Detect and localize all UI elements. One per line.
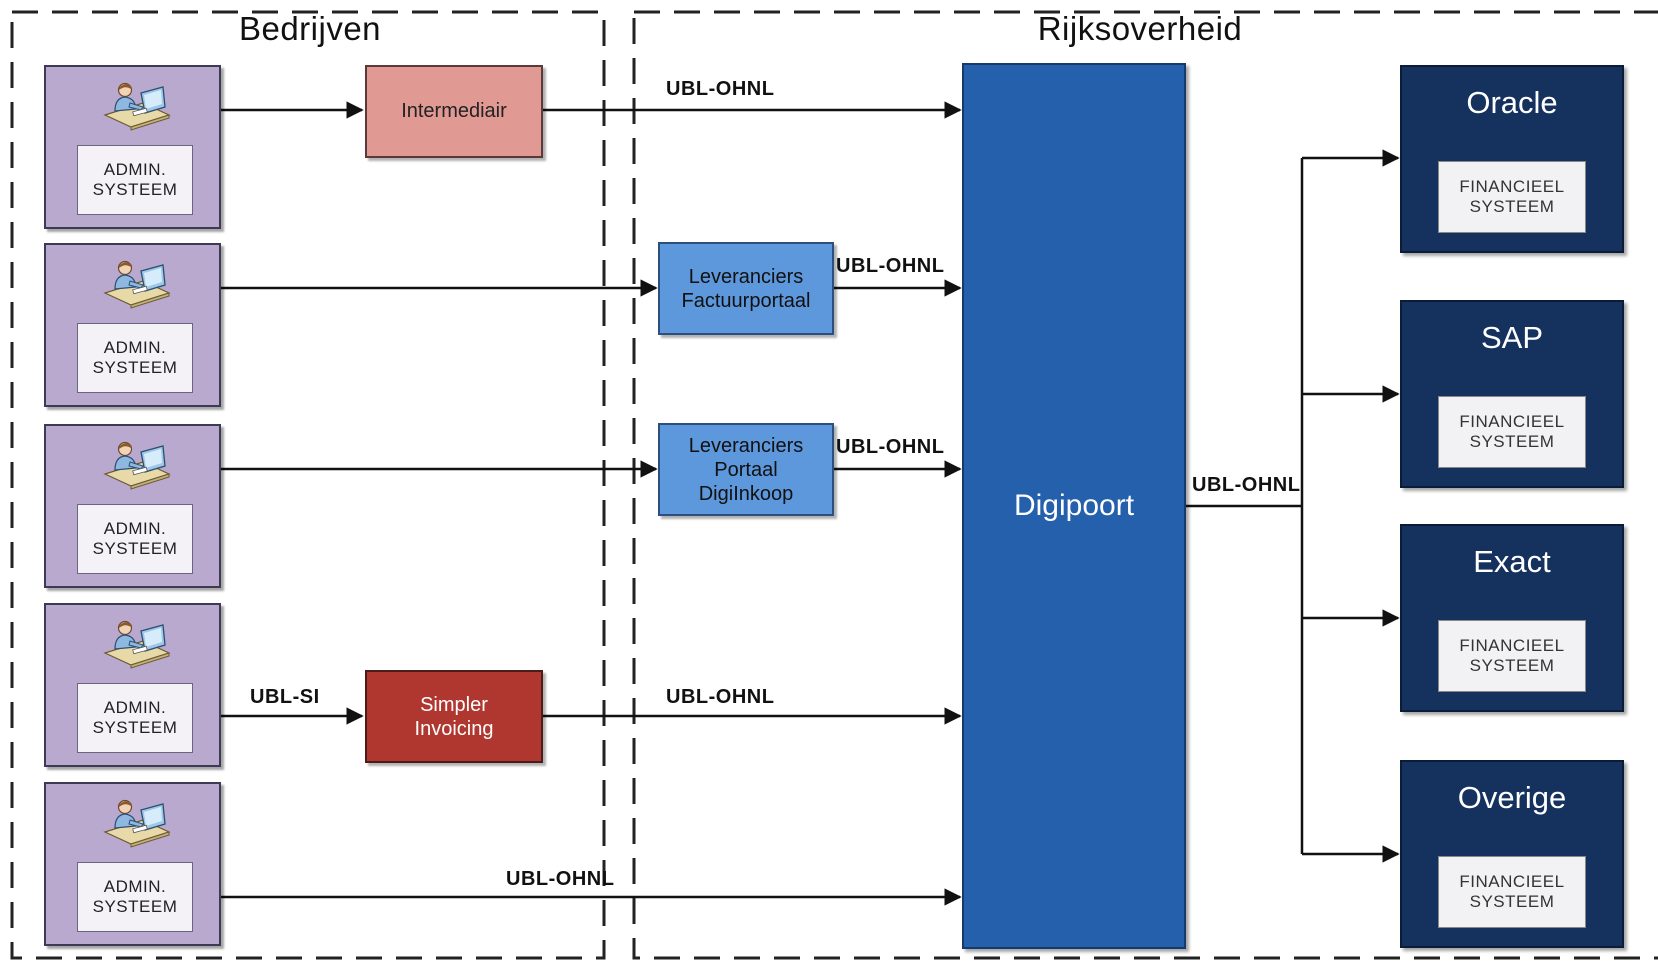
zone-border-rijksoverheid (632, 10, 1658, 960)
company-block: ADMIN. SYSTEEM (44, 243, 221, 407)
digiinkoop-portal-box: Leveranciers Portaal DigiInkoop (658, 423, 834, 516)
zone-title-bedrijven: Bedrijven (238, 10, 382, 47)
person-at-desk-icon (103, 798, 171, 848)
factuurportaal-box: Leveranciers Factuurportaal (658, 242, 834, 335)
person-at-desk-icon (103, 81, 171, 131)
system-exact: Exact FINANCIEEL SYSTEEM (1400, 524, 1624, 712)
flow-label: UBL-OHNL (836, 255, 945, 277)
admin-system-label: ADMIN. SYSTEEM (77, 504, 193, 574)
system-sap: SAP FINANCIEEL SYSTEEM (1400, 300, 1624, 488)
intermediair-box: Intermediair (365, 65, 543, 158)
digipoort-hub: Digipoort (962, 63, 1186, 949)
system-name: Exact (1473, 544, 1551, 579)
system-name: SAP (1480, 320, 1544, 355)
financial-system-label: FINANCIEEL SYSTEEM (1438, 396, 1586, 468)
person-at-desk-icon (103, 440, 171, 490)
flow-label: UBL-OHNL (1192, 474, 1301, 496)
financial-system-label: FINANCIEEL SYSTEEM (1438, 620, 1586, 692)
flow-label: UBL-SI (250, 686, 320, 708)
system-oracle: Oracle FINANCIEEL SYSTEEM (1400, 65, 1624, 253)
system-overige: Overige FINANCIEEL SYSTEEM (1400, 760, 1624, 948)
flow-label: UBL-OHNL (666, 78, 775, 100)
system-name: Oracle (1466, 85, 1558, 120)
company-block: ADMIN. SYSTEEM (44, 424, 221, 588)
admin-system-label: ADMIN. SYSTEEM (77, 323, 193, 393)
admin-system-label: ADMIN. SYSTEEM (77, 145, 193, 215)
zone-border-bedrijven (10, 10, 606, 960)
flow-label: UBL-OHNL (836, 436, 945, 458)
financial-system-label: FINANCIEEL SYSTEEM (1438, 161, 1586, 233)
flow-label: UBL-OHNL (666, 686, 775, 708)
system-name: Overige (1457, 780, 1567, 815)
person-at-desk-icon (103, 259, 171, 309)
company-block: ADMIN. SYSTEEM (44, 65, 221, 229)
flow-label: UBL-OHNL (506, 868, 615, 890)
financial-system-label: FINANCIEEL SYSTEEM (1438, 856, 1586, 928)
company-block: ADMIN. SYSTEEM (44, 782, 221, 946)
company-block: ADMIN. SYSTEEM (44, 603, 221, 767)
simpler-invoicing-box: Simpler Invoicing (365, 670, 543, 763)
admin-system-label: ADMIN. SYSTEEM (77, 862, 193, 932)
zone-title-rijksoverheid: Rijksoverheid (1037, 10, 1243, 47)
admin-system-label: ADMIN. SYSTEEM (77, 683, 193, 753)
person-at-desk-icon (103, 619, 171, 669)
